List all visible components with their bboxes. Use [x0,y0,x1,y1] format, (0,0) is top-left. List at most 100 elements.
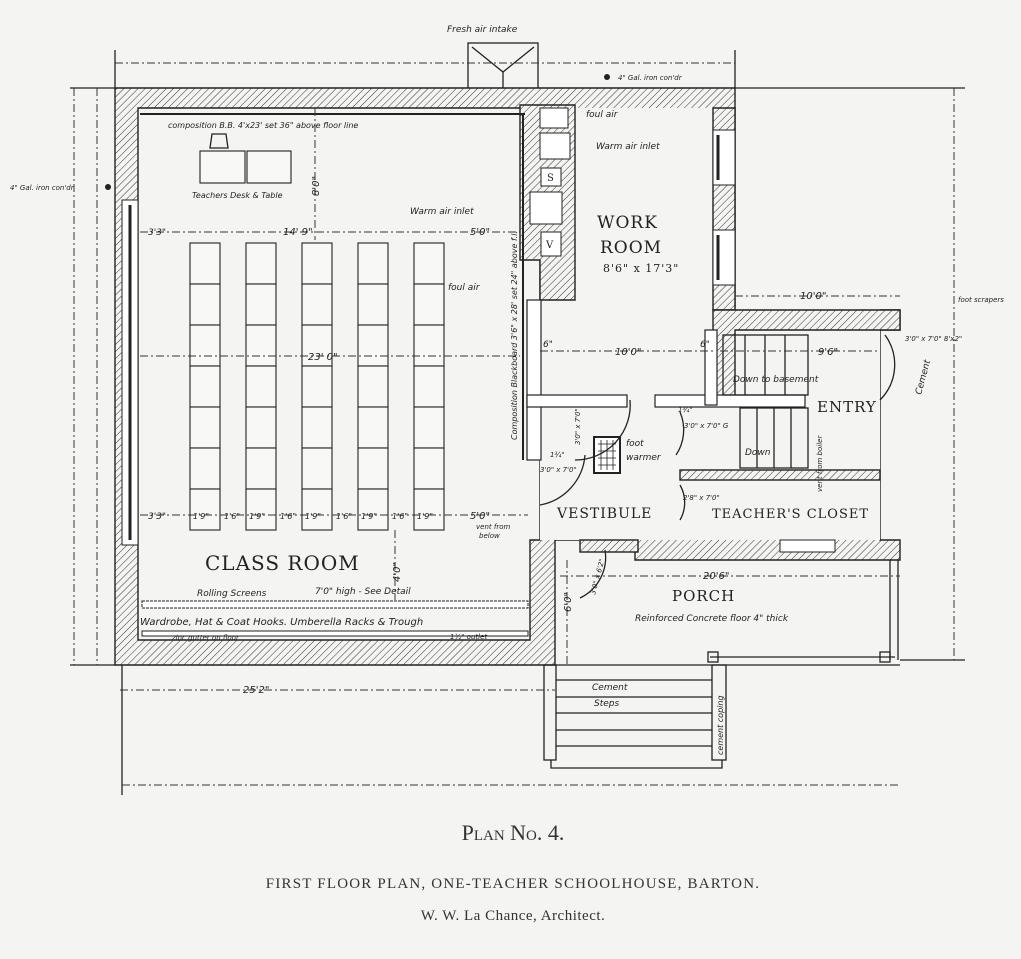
fresh-air-label: Fresh air intake [447,25,518,35]
student-desk [301,365,333,408]
student-desk [357,242,389,285]
conductor-right-label: 4" Gal. iron con'dr [618,74,683,82]
dim-row-spacing: 1'6" [280,512,296,521]
student-desk [357,406,389,449]
dim-vest-door: 3'0" x 7'0" [540,466,577,474]
foul-air-label-2: foul air [448,283,481,293]
flue-s: S [547,173,555,184]
dim-14-9: 14' 9" [283,227,313,238]
student-desk [301,488,333,531]
work-room-label-2: ROOM [600,238,662,258]
dim-6a: 6" [543,340,553,350]
dim-row-spacing: 1'9" [361,512,377,521]
dim-23-0: 23' 0" [308,352,338,363]
rolling-screens-label: Rolling Screens [197,589,267,599]
dim-6b: 6" [700,340,710,350]
zinc-gutter-label: zinc gutter on floor [171,634,240,642]
student-desk [301,447,333,490]
dim-10-0-work: 10'0" [615,347,641,358]
student-desk [413,406,445,449]
plan-subtitle: FIRST FLOOR PLAN, ONE-TEACHER SCHOOLHOUS… [266,876,760,892]
student-desk [245,242,277,285]
student-desk [245,447,277,490]
dim-row-spacing: 1'9" [249,512,265,521]
dim-row-spacing: 1'9" [305,512,321,521]
dim-row-3-3: 3'3" [148,512,166,522]
student-desk [301,242,333,285]
student-desk [189,488,221,531]
student-desk [357,283,389,326]
dim-vest-door-vertical: 3'0" x 7'0" [574,408,582,445]
dim-25-2: 25'2" [243,685,269,696]
student-desk [301,406,333,449]
student-desk [245,365,277,408]
vent-below-label-2: below [479,532,500,540]
student-desk [413,447,445,490]
warm-air-label-1: Warm air inlet [410,207,474,217]
architect-credit: W. W. La Chance, Architect. [421,908,606,924]
dim-6-0: 6'0" [563,592,574,612]
vestibule-label: VESTIBULE [556,506,652,522]
wardrobe-label: Wardrobe, Hat & Coat Hooks. Umberella Ra… [140,617,423,628]
fresh-air-intake [467,42,539,90]
foot-warmer-label: foot [626,439,644,449]
porch-floor-label: Reinforced Concrete floor 4" thick [635,614,789,624]
student-desk [357,488,389,531]
wood-partition [526,299,542,461]
student-desk [413,283,445,326]
teachers-desk-label: Teachers Desk & Table [192,191,283,200]
dim-row-spacing: 1'6" [392,512,408,521]
screens-height-label: 7'0" high - See Detail [315,587,411,597]
plan-labels: Fresh air intake 4" Gal. iron con'dr 4" … [10,25,1004,755]
student-desk [413,324,445,367]
windows [121,129,836,553]
dim-row-5-0: 5'0" [470,511,490,522]
plan-title: Plan No. 4. [462,820,565,845]
student-desk [189,406,221,449]
student-desk [301,324,333,367]
dim-top-3-3: 3'3" [148,228,166,238]
dim-stair-door: 3'0" x 7'0" G [684,422,729,430]
dim-10-0-entry: 10'0" [800,291,826,302]
door-swings [539,334,896,599]
cement-entry-label: Cement [914,359,933,396]
zinc-gutter [141,630,529,637]
teachers-desk [199,133,292,184]
dim-closet-door: 2'8" x 7'0" [683,494,720,502]
dim-8-0: 8'0" [311,176,322,196]
work-room-label: WORK [597,213,658,233]
dimension-lines [70,50,965,795]
porch [555,560,900,666]
dim-row-spacing: 1'6" [224,512,240,521]
warm-air-label-2: Warm air inlet [596,142,660,152]
vent-below-label: vent from [476,523,510,531]
porch-label: PORCH [672,587,735,605]
dim-9-6: 9'6" [818,347,838,358]
work-room-size: 8'6" x 17'3" [603,262,679,275]
down-basement-label: Down to basement [733,375,819,385]
dim-row-spacing: 1'6" [336,512,352,521]
teachers-closet-label: TEACHER'S CLOSET [712,507,869,522]
student-desk [413,242,445,285]
cement-coping-label: cement coping [716,695,725,755]
student-desk [357,447,389,490]
student-desk [189,447,221,490]
student-desk [189,365,221,408]
student-desk [189,283,221,326]
student-desk [189,324,221,367]
cement-steps-label: Cement [592,683,628,693]
dim-20-6: 20'6" [703,571,729,582]
foul-air-label-1: foul air [586,110,619,120]
foot-warmer-label-2: warmer [626,453,662,463]
stairs [722,334,809,469]
student-desk [245,488,277,531]
cement-steps [543,664,727,769]
student-desk [413,488,445,531]
class-room-label: CLASS ROOM [205,551,360,575]
outlet-label: 1½" outlet [450,633,487,641]
student-desk [245,406,277,449]
conductor-pipe-right [604,74,610,80]
down-label: Down [745,448,771,458]
dim-top-5-0: 5'0" [470,227,490,238]
